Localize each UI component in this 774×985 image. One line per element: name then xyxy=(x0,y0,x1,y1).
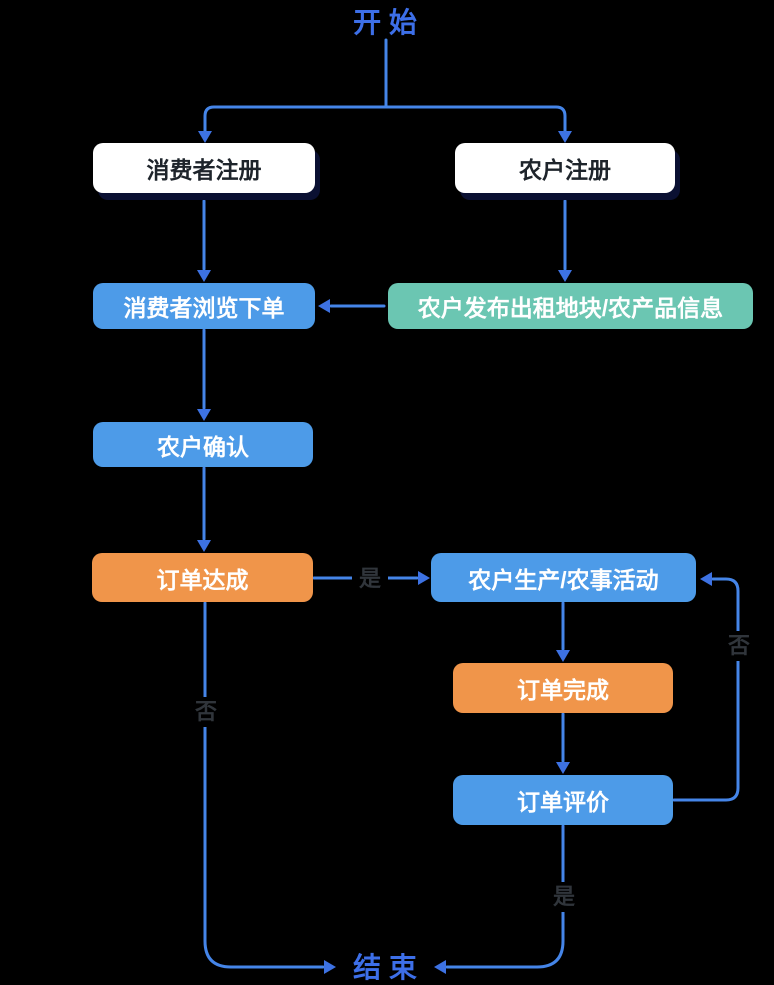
arrow-left-into-end xyxy=(434,960,446,974)
arrow-down-order-reached xyxy=(197,540,211,552)
arrow-down-farmer-register xyxy=(558,131,572,143)
edge-label-reached-no: 否 xyxy=(193,697,219,727)
arrow-down-farmer-confirm xyxy=(197,409,211,421)
node-farmer-confirm[interactable]: 农户确认 xyxy=(93,422,313,467)
arrow-left-loop-into-production xyxy=(700,572,712,586)
arrow-down-order-complete xyxy=(556,650,570,662)
connector-review-yes-to-end xyxy=(445,824,565,969)
node-consumer-register[interactable]: 消费者注册 xyxy=(93,143,315,193)
arrow-down-order-review xyxy=(556,762,570,774)
edge-label-review-no: 否 xyxy=(726,631,752,661)
node-consumer-browse-order[interactable]: 消费者浏览下单 xyxy=(93,283,315,329)
node-farmer-register[interactable]: 农户注册 xyxy=(455,143,675,193)
end-terminal: 结 束 xyxy=(353,952,417,983)
node-farmer-publish-info[interactable]: 农户发布出租地块/农产品信息 xyxy=(388,283,753,329)
arrow-left-into-browse xyxy=(318,299,330,313)
arrow-down-farmer-publish xyxy=(558,270,572,282)
edge-label-reached-yes: 是 xyxy=(351,567,389,591)
arrow-right-into-end xyxy=(324,960,336,974)
connector-reached-no-to-end xyxy=(203,601,325,969)
arrow-down-consumer-register xyxy=(198,131,212,143)
arrow-down-consumer-browse xyxy=(197,270,211,282)
node-order-review[interactable]: 订单评价 xyxy=(453,775,673,825)
connector-review-no-loop xyxy=(672,577,740,802)
node-order-complete[interactable]: 订单完成 xyxy=(453,663,673,713)
start-terminal: 开 始 xyxy=(353,7,417,38)
node-order-reached[interactable]: 订单达成 xyxy=(92,553,313,602)
arrow-right-into-production xyxy=(418,571,430,585)
connector-start-branch xyxy=(203,105,567,133)
node-farmer-production-activity[interactable]: 农户生产/农事活动 xyxy=(431,553,696,602)
edge-label-review-yes: 是 xyxy=(551,882,577,912)
